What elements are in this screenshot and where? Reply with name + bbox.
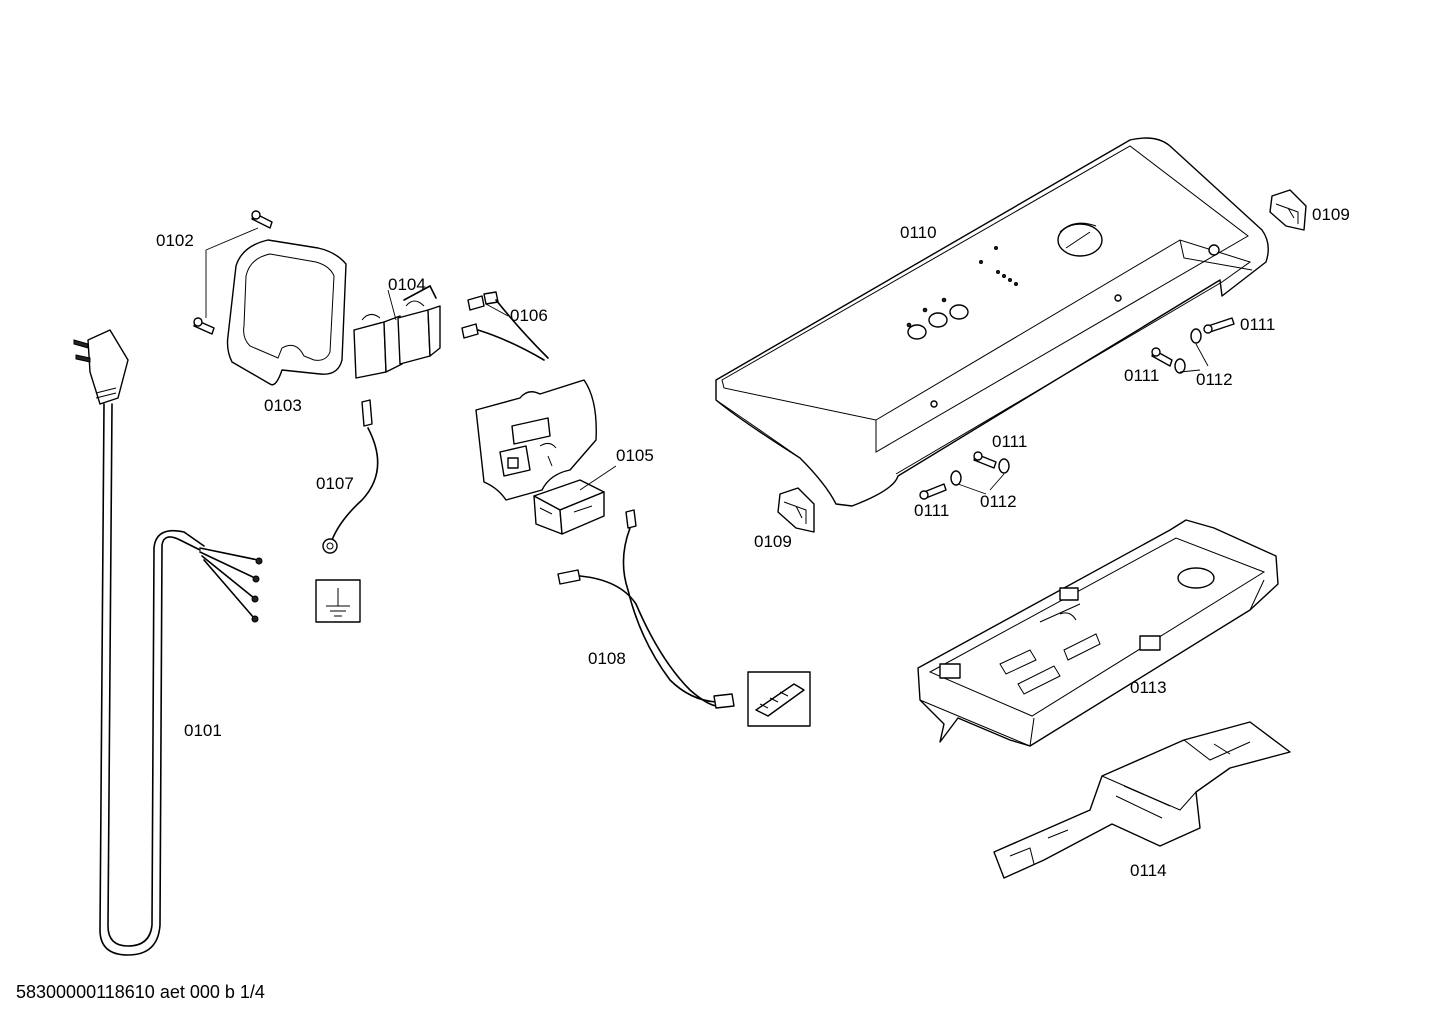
- panel-washers: [950, 328, 1209, 495]
- callout-0106: 0106: [510, 306, 548, 325]
- panel-clip-right: [1269, 189, 1307, 231]
- lower-bracket: [993, 721, 1291, 879]
- callout-0111-b: 0111: [1124, 366, 1159, 385]
- callout-0112-a: 0112: [1196, 370, 1233, 389]
- callout-0101: 0101: [184, 721, 222, 740]
- callout-0112-b: 0112: [980, 492, 1017, 511]
- connector-leads: [461, 291, 549, 361]
- ground-lead: [322, 399, 379, 554]
- callout-0111-a: 0111: [1240, 315, 1275, 334]
- callout-0111-d: 0111: [914, 501, 949, 520]
- callout-0103: 0103: [264, 396, 302, 415]
- ground-symbol-icon: [315, 579, 361, 623]
- callout-0102: 0102: [156, 231, 194, 250]
- callout-0104: 0104: [388, 275, 426, 294]
- callout-0111-c: 0111: [992, 432, 1027, 451]
- cover-screws: [193, 210, 273, 335]
- relay-pair: [353, 284, 441, 379]
- callout-0110: 0110: [900, 223, 937, 242]
- panel-screws: [919, 317, 1235, 500]
- callout-0109-right: 0109: [1312, 205, 1350, 224]
- callout-0113: 0113: [1130, 678, 1167, 697]
- callout-0108: 0108: [588, 649, 626, 668]
- relay-module: [533, 465, 617, 535]
- callout-labels: 0101 0102 0103 0104 0105 0106 0107 0108 …: [156, 205, 1350, 880]
- control-panel-fascia: [715, 137, 1269, 507]
- panel-clip-left: [777, 487, 815, 533]
- document-id: 58300000118610 aet 000 b 1/4: [16, 982, 265, 1002]
- mounting-bracket: [475, 379, 597, 501]
- terminal-block-cover: [226, 239, 347, 386]
- callout-0107: 0107: [316, 474, 354, 493]
- power-cord: [73, 329, 263, 956]
- module-carrier: [917, 519, 1279, 747]
- callout-0114: 0114: [1130, 861, 1167, 880]
- leader-lines: [387, 289, 509, 321]
- callout-0109-left: 0109: [754, 532, 792, 551]
- callout-0105: 0105: [616, 446, 654, 465]
- wiring-harness: [557, 509, 811, 727]
